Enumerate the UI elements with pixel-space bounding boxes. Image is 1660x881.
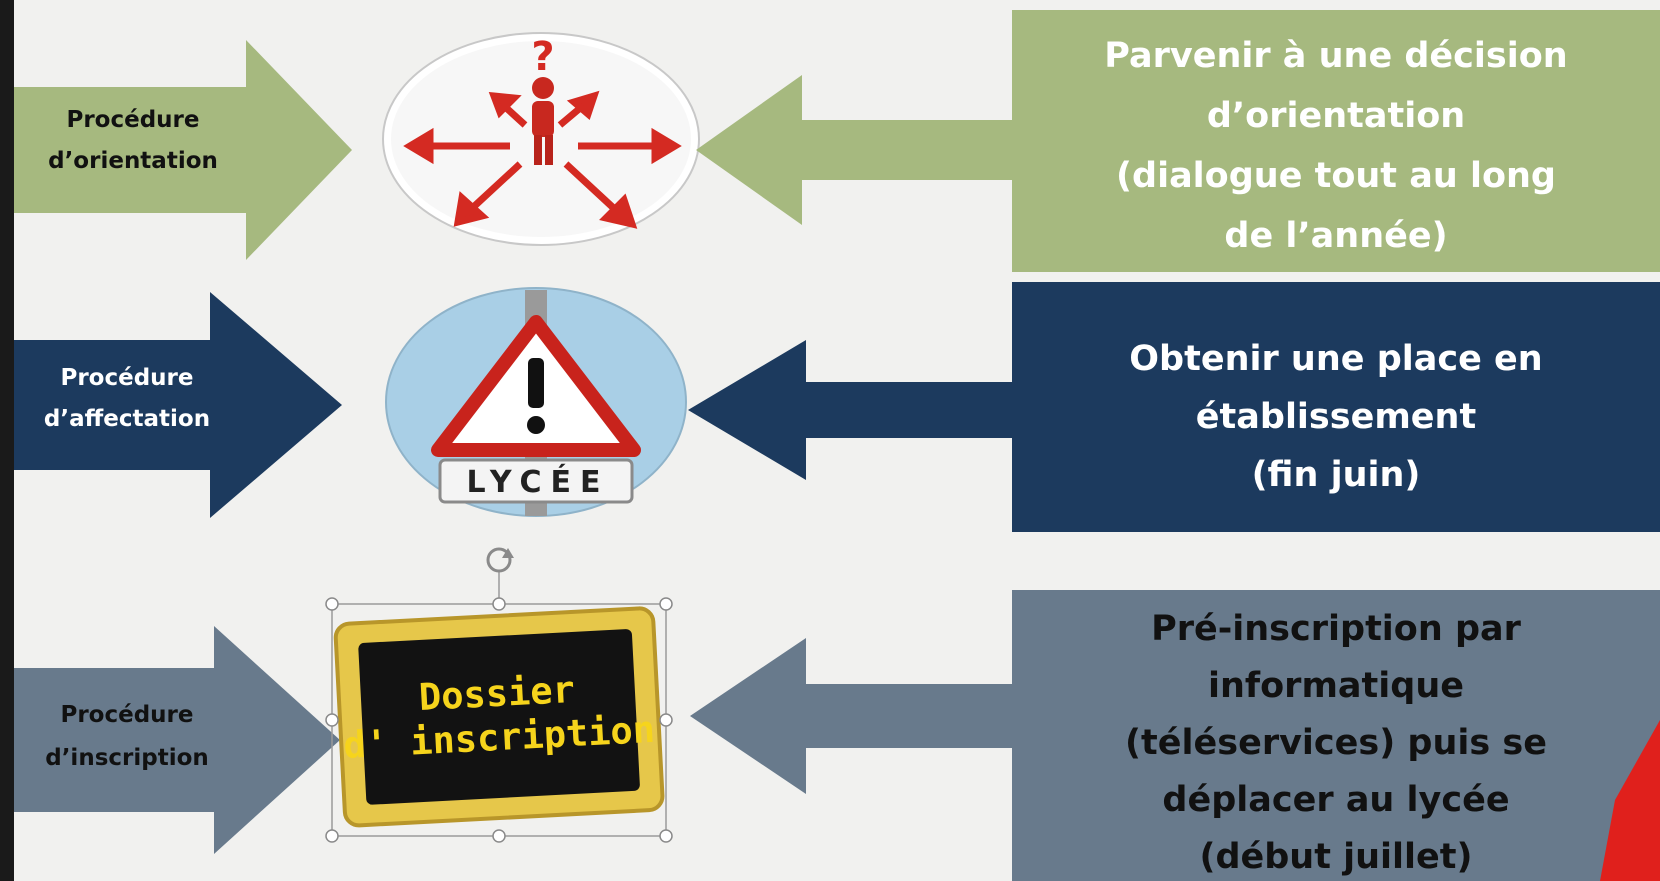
procedure-label-affectation-1: Procédure [60,365,193,391]
procedure-label-inscription-2: d’inscription [45,745,209,771]
description-arrow-affectation [688,340,1012,480]
row-inscription: Procédure d’inscription Dossier d' inscr… [14,547,1660,881]
description-orientation-line-2: d’orientation [1207,96,1465,136]
description-affectation-line-2: établissement [1196,397,1476,437]
procedure-label-inscription-1: Procédure [60,702,193,728]
description-orientation-line-3: (dialogue tout au long [1116,156,1556,196]
description-affectation-line-3: (fin juin) [1252,455,1421,495]
procedure-label-orientation-2: d’orientation [48,148,218,174]
procedure-arrow-inscription [14,626,340,854]
red-corner-accent [1600,720,1660,881]
procedure-arrow-orientation [14,40,352,260]
chalkboard-icon[interactable]: Dossier d' inscription [325,547,673,843]
row-affectation: Procédure d’affectation LYCÉE Obtenir un… [14,282,1660,532]
description-inscription-line-2: informatique [1208,666,1464,706]
description-inscription-line-5: (début juillet) [1199,837,1472,877]
orientation-arrows-icon: ? [382,32,700,246]
left-edge-strip [0,0,14,881]
procedure-arrow-affectation [14,292,342,518]
description-box-inscription [1012,590,1660,881]
description-box-affectation [1012,282,1660,532]
row-orientation: Procédure d’orientation ? [14,10,1660,272]
procedure-label-orientation-1: Procédure [66,107,199,133]
board-text-line-1: Dossier [418,668,576,719]
rotate-handle-icon[interactable] [486,547,514,573]
description-box-orientation [1012,10,1660,272]
procedure-label-affectation-2: d’affectation [44,406,210,432]
resize-handles[interactable] [325,597,673,843]
description-arrow-inscription [690,638,1012,794]
svg-text:?: ? [531,34,554,80]
description-inscription-line-1: Pré-inscription par [1151,609,1522,649]
description-affectation-line-1: Obtenir une place en [1129,339,1542,379]
description-orientation-line-4: de l’année) [1224,216,1447,256]
warning-sign-icon: LYCÉE [385,287,687,517]
description-inscription-line-4: déplacer au lycée [1162,780,1509,820]
description-arrow-orientation [696,75,1012,225]
description-orientation-line-1: Parvenir à une décision [1104,36,1567,76]
description-inscription-line-3: (téléservices) puis se [1125,723,1547,763]
sign-text: LYCÉE [466,464,609,500]
